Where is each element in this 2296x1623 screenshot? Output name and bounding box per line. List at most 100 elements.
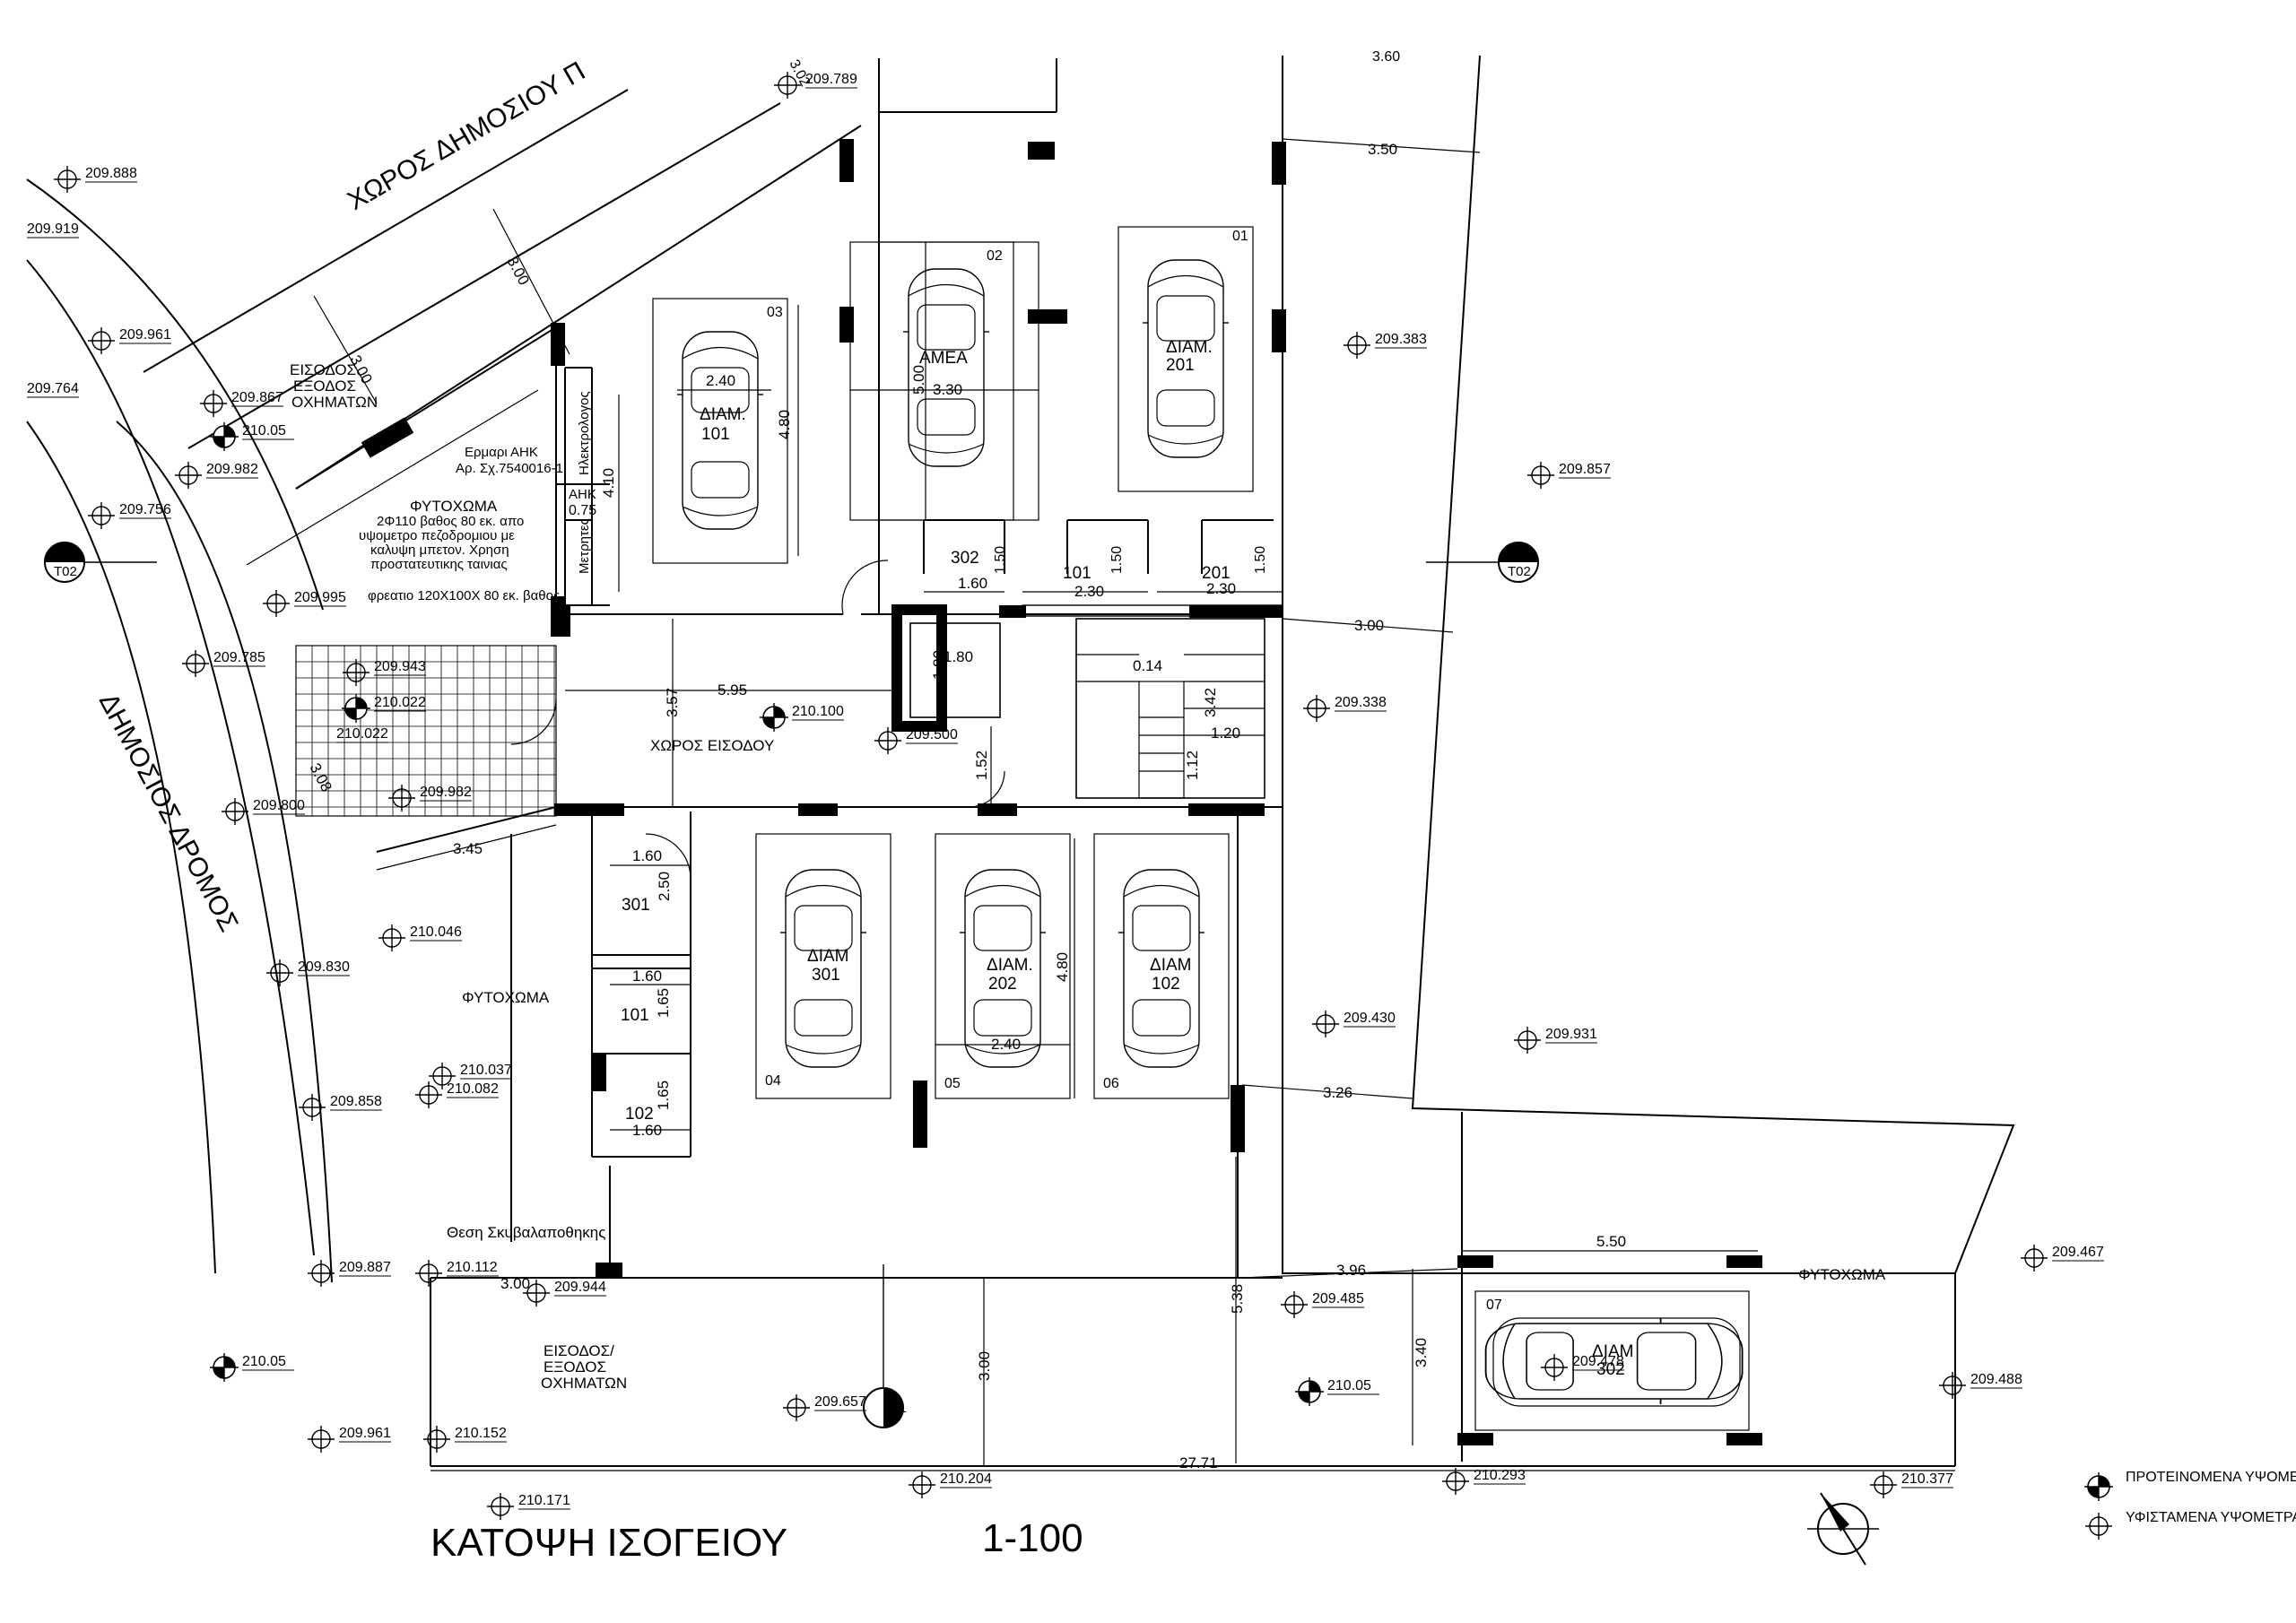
fytoxoma-note: καλυψη μπετον. Χρηση bbox=[370, 542, 509, 558]
ilektrologos-label: Ηλεκτρολογος bbox=[577, 391, 592, 475]
section-marker-bottom: T01 bbox=[863, 1264, 907, 1428]
elevation-label: 209.789 bbox=[805, 72, 857, 87]
dim: 1.65 bbox=[655, 988, 672, 1018]
dim: 1.80 bbox=[944, 648, 973, 665]
bay-label: ΔΙΑΜ. bbox=[700, 405, 746, 424]
dim: 1.60 bbox=[632, 968, 662, 985]
elevation-label: 210.022 bbox=[374, 695, 426, 710]
entry-top: ΕΞΟΔΟΣ bbox=[293, 378, 356, 395]
elevation-marker: 210.171 bbox=[486, 1492, 570, 1521]
storage-101b: 101 bbox=[621, 1006, 649, 1025]
storage-301: 301 bbox=[622, 896, 650, 915]
elevation-label: 209.338 bbox=[1335, 695, 1387, 710]
storage-201: 201 bbox=[1202, 564, 1231, 583]
dim: 4.80 bbox=[776, 410, 793, 439]
entry-bottom: ΟΧΗΜΑΤΩΝ bbox=[541, 1375, 627, 1392]
freatio-note: φρεατιο 120Χ100Χ 80 εκ. βαθος bbox=[368, 588, 560, 603]
entry-bottom: ΕΞΟΔΟΣ bbox=[544, 1358, 606, 1376]
ahk-dim: 0.75 bbox=[569, 503, 596, 518]
elevation-marker: 209.944 bbox=[522, 1279, 606, 1307]
bay-label: ΔΙΑΜ bbox=[807, 947, 848, 966]
fytoxoma-label-2: ΦΥΤΟΧΩΜΑ bbox=[462, 989, 550, 1006]
dim: 2.30 bbox=[1206, 580, 1236, 597]
dim: 1.60 bbox=[958, 575, 987, 592]
elevation-marker: 210.082 bbox=[414, 1081, 499, 1109]
elevation-marker: 209.858 bbox=[298, 1093, 382, 1122]
elevation-marker: 210.046 bbox=[378, 924, 462, 952]
elevation-label: 209.995 bbox=[294, 590, 346, 605]
elevation-marker: 209.467 bbox=[2020, 1244, 2104, 1272]
bay-number: 07 bbox=[1486, 1298, 1502, 1313]
dim: 3.00 bbox=[976, 1351, 993, 1381]
dim: 3.00 bbox=[1354, 617, 1384, 634]
elevation-label: 209.467 bbox=[2052, 1245, 2104, 1260]
dim: 2.40 bbox=[991, 1036, 1021, 1053]
dim: 1.52 bbox=[973, 751, 990, 780]
fytoxoma-label: ΦΥΤΟΧΩΜΑ bbox=[410, 498, 498, 515]
elevation-label: 209.888 bbox=[85, 166, 137, 181]
entrance-hall-label: ΧΩΡΟΣ ΕΙΣΟΔΟΥ bbox=[650, 737, 774, 754]
elevation-marker: 209.830 bbox=[265, 959, 350, 987]
north-arrow-icon bbox=[1807, 1492, 1879, 1566]
parking-bay-04: 04 ΔΙΑΜ 301 bbox=[755, 833, 891, 1099]
fytoxoma-note: προστατευτικης ταινιας bbox=[370, 557, 508, 572]
dim: 3.96 bbox=[1336, 1262, 1366, 1279]
section-markers: T02 T02 T01 bbox=[44, 542, 1539, 1428]
section-marker-right: T02 bbox=[1426, 542, 1539, 583]
parking-bay-03: 03 ΔΙΑΜ. 101 bbox=[652, 298, 788, 564]
elevation-label: 209.931 bbox=[1545, 1027, 1597, 1042]
elevation-label: 209.488 bbox=[1970, 1372, 2022, 1387]
storage-labels: 302 101 201 301 101 102 bbox=[621, 549, 1231, 1124]
elevation-marker: 209.867 bbox=[199, 389, 283, 418]
elevation-label: 209.961 bbox=[339, 1426, 391, 1441]
dim: 3.60 bbox=[1372, 49, 1400, 65]
elevation-label: 209.858 bbox=[330, 1094, 382, 1109]
svg-text:T02: T02 bbox=[1508, 564, 1531, 579]
tiled-area bbox=[295, 645, 557, 817]
elevation-marker: 210.05 bbox=[209, 421, 294, 452]
elevation-label: 209.657 bbox=[814, 1394, 866, 1410]
bay-number: 01 bbox=[1232, 229, 1248, 244]
dim: 1.20 bbox=[1211, 725, 1240, 742]
dim: 3.00 bbox=[503, 254, 532, 288]
elevation-label: 209.500 bbox=[906, 727, 958, 742]
elevation-marker: 209.338 bbox=[1302, 694, 1387, 723]
elevation-marker: 209.982 bbox=[387, 784, 472, 812]
fytoxoma-note: υψομετρο πεζοδρομιου με bbox=[359, 528, 515, 543]
street-curves bbox=[26, 178, 333, 1283]
elevation-label: 209.943 bbox=[374, 659, 426, 674]
dim: 3.50 bbox=[1368, 141, 1397, 158]
elevation-marker: 210.377 bbox=[1869, 1471, 1953, 1499]
dim: 5.38 bbox=[1229, 1284, 1246, 1314]
elevation-label: 209.867 bbox=[231, 390, 283, 405]
drawing-scale: 1-100 bbox=[982, 1516, 1083, 1560]
elevation-marker: 209.764 bbox=[27, 381, 79, 398]
storage-302: 302 bbox=[951, 549, 979, 568]
elevation-label: 209.830 bbox=[298, 959, 350, 975]
elevation-marker: 209.478 bbox=[1540, 1353, 1624, 1382]
elevation-marker: 209.919 bbox=[27, 221, 79, 239]
entry-top: ΕΙΣΟΔΟΣ bbox=[290, 361, 356, 378]
elevation-marker: 209.887 bbox=[307, 1259, 391, 1288]
elevation-marker: 209.800 bbox=[221, 797, 305, 826]
dim: 4.80 bbox=[1054, 952, 1071, 982]
elevation-marker: 209.500 bbox=[874, 726, 958, 755]
dim: 3.40 bbox=[1413, 1338, 1430, 1367]
dim: 3.26 bbox=[1323, 1084, 1352, 1101]
elevation-marker: 209.789 bbox=[773, 71, 857, 100]
bay-label-amea: ΑΜΕΑ bbox=[919, 349, 968, 368]
section-marker-left: T02 bbox=[44, 542, 157, 583]
elevation-label: 210.204 bbox=[940, 1471, 992, 1487]
dim-total: 27.71 bbox=[1179, 1454, 1218, 1471]
elevation-marker: 210.022 bbox=[336, 726, 388, 743]
parking-bay-02: 02 ΑΜΕΑ bbox=[849, 241, 1039, 521]
dim: 1.60 bbox=[632, 1122, 662, 1139]
svg-text:T01: T01 bbox=[883, 1401, 907, 1416]
bay-number: 06 bbox=[1103, 1076, 1119, 1091]
elevation-marker: 210.204 bbox=[908, 1471, 992, 1499]
elevation-marker: 209.383 bbox=[1343, 331, 1427, 360]
dim: 3.08 bbox=[306, 760, 335, 794]
elevation-marker: 210.05 bbox=[1294, 1376, 1379, 1407]
dim: 3.42 bbox=[1202, 688, 1219, 717]
